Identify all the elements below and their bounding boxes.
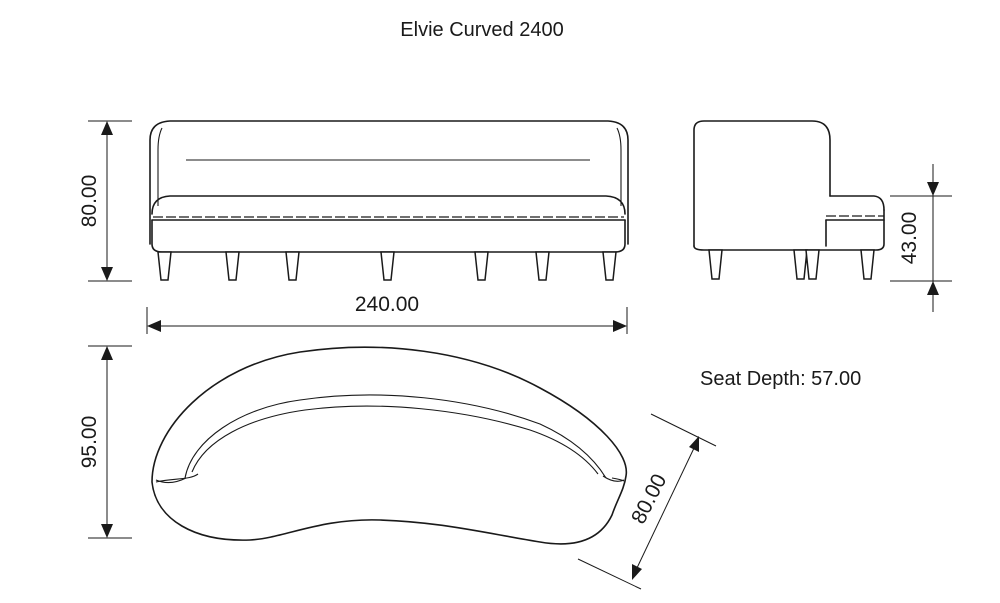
side-leg-1 xyxy=(708,249,723,280)
top-backrest-inner-2 xyxy=(191,405,599,475)
front-left-arm-inner xyxy=(157,127,163,206)
top-depth-label: 95.00 xyxy=(78,416,101,469)
top-backrest-inner xyxy=(184,394,607,479)
front-leg-6 xyxy=(535,251,550,281)
drawing-title: Elvie Curved 2400 xyxy=(400,19,563,41)
overall-width-dimension: 240.00 xyxy=(146,293,628,334)
front-seat-cushion xyxy=(151,195,626,215)
side-seat-cushion xyxy=(829,195,885,211)
top-depth-dimension: 95.00 xyxy=(78,345,132,539)
seat-height-label: 43.00 xyxy=(898,212,921,265)
side-backrest xyxy=(693,120,831,247)
front-height-label: 80.00 xyxy=(78,175,101,228)
front-leg-5 xyxy=(474,251,489,281)
side-leg-2 xyxy=(793,249,808,280)
top-outer-shell xyxy=(151,346,628,545)
overall-width-label: 240.00 xyxy=(355,293,419,316)
front-leg-2 xyxy=(225,251,240,281)
side-leg-4 xyxy=(860,249,875,280)
front-base-band xyxy=(151,219,626,253)
top-arm-left xyxy=(155,477,187,484)
seat-depth-label: Seat Depth: 57.00 xyxy=(700,368,861,390)
front-leg-7 xyxy=(602,251,617,281)
side-view xyxy=(693,120,885,280)
top-view xyxy=(151,346,628,545)
front-right-arm-inner xyxy=(616,127,622,206)
side-base xyxy=(693,209,885,251)
front-height-dimension: 80.00 xyxy=(78,120,132,282)
side-leg-3 xyxy=(805,249,820,280)
top-seat-front xyxy=(155,473,625,483)
front-leg-4 xyxy=(380,251,395,281)
diagonal-depth-label: 80.00 xyxy=(627,470,671,527)
seat-height-dimension: 43.00 xyxy=(890,164,952,312)
front-leg-3 xyxy=(285,251,300,281)
front-leg-1 xyxy=(157,251,172,281)
diagonal-depth-dimension: 80.00 xyxy=(577,413,717,590)
front-view xyxy=(149,120,629,281)
top-arm-right xyxy=(602,475,625,482)
front-backrest xyxy=(149,120,629,245)
